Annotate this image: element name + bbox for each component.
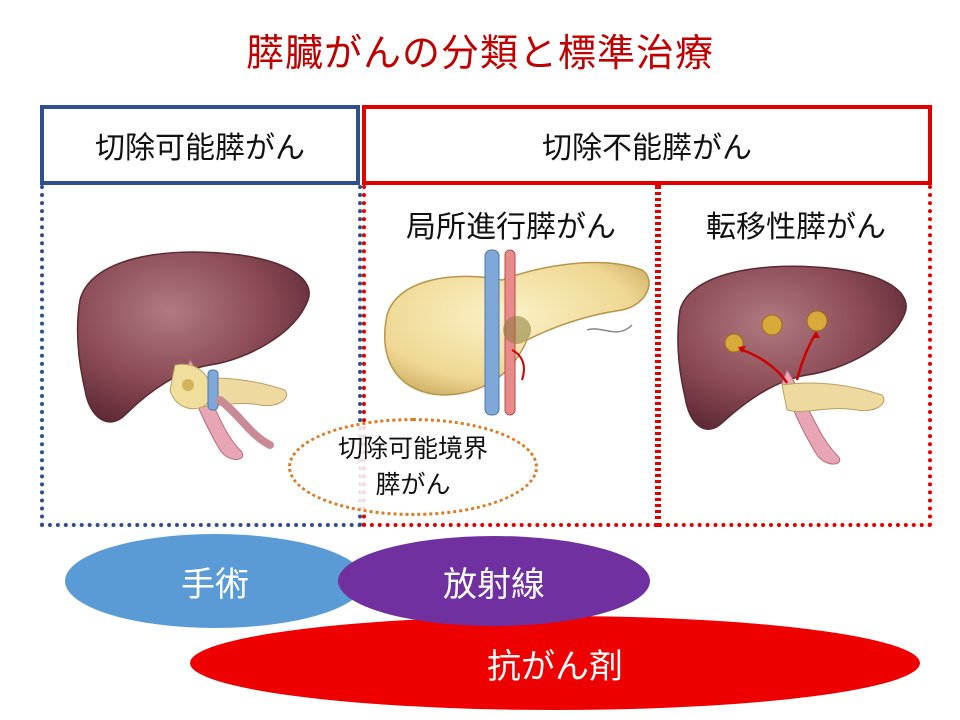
borderline-resectable-label: 切除可能境界 膵がん <box>288 418 538 516</box>
locally-advanced-panel <box>362 185 658 527</box>
chemotherapy-ellipse: 抗がん剤 <box>190 616 920 710</box>
resectable-header: 切除可能膵がん <box>40 105 360 185</box>
locally-advanced-label: 局所進行膵がん <box>406 210 616 245</box>
metastatic-label: 転移性膵がん <box>706 210 886 245</box>
resectable-label: 切除可能膵がん <box>95 131 305 166</box>
pancreas-vessel-invasion-illustration <box>384 249 650 416</box>
chemotherapy-label: 抗がん剤 <box>487 646 623 687</box>
borderline-label-line2: 膵がん <box>375 470 451 499</box>
surgery-label: 手術 <box>181 564 249 605</box>
radiation-ellipse: 放射線 <box>338 536 650 626</box>
unresectable-header: 切除不能膵がん <box>362 105 932 185</box>
unresectable-label: 切除不能膵がん <box>542 131 752 166</box>
page-title: 膵臓がんの分類と標準治療 <box>245 31 714 75</box>
radiation-label: 放射線 <box>443 564 545 605</box>
borderline-label-line1: 切除可能境界 <box>337 434 488 463</box>
surgery-ellipse: 手術 <box>65 534 365 628</box>
liver-metastasis-illustration <box>677 265 907 465</box>
metastatic-panel <box>658 185 932 527</box>
liver-pancreas-tumor-illustration <box>76 251 310 460</box>
resectable-panel <box>40 185 362 527</box>
